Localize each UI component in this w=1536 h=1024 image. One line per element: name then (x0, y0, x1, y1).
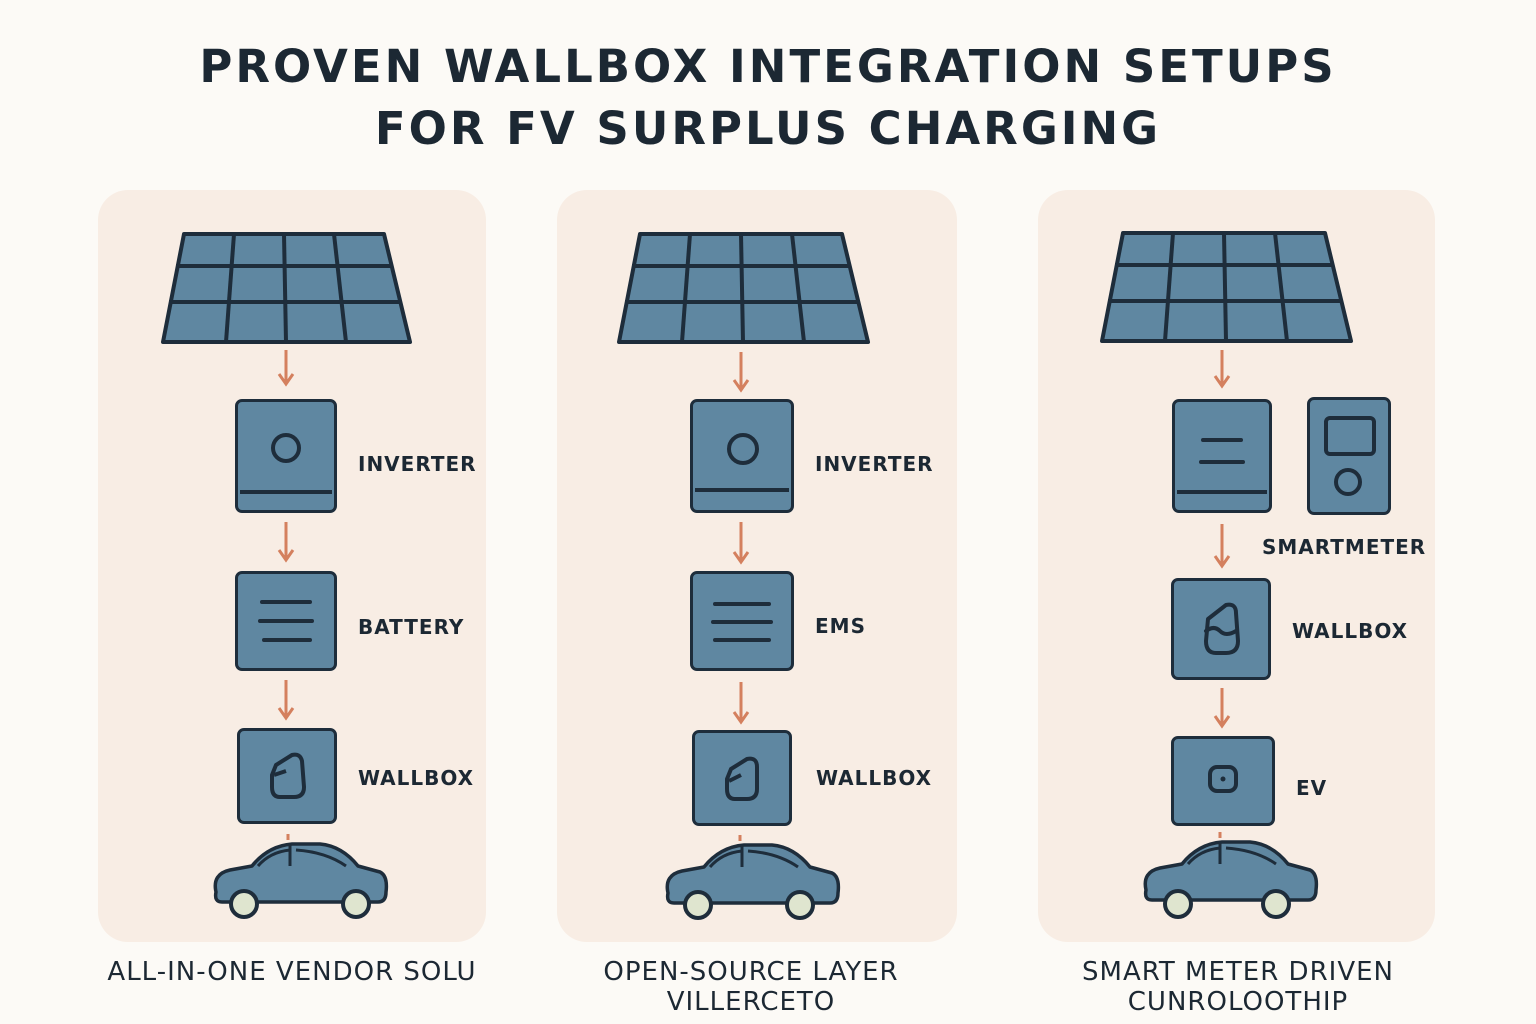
ev-icon (1171, 736, 1275, 826)
flow-arrow (277, 350, 295, 387)
flow-arrow (732, 682, 750, 725)
ems-icon (690, 571, 794, 671)
wallbox-icon (1171, 578, 1271, 680)
flow-arrow (732, 522, 750, 565)
inverter-icon (235, 399, 337, 513)
flow-arrow (1213, 350, 1231, 389)
solar-panel-icon (617, 232, 870, 344)
label-ems: EMS (815, 614, 866, 638)
wallbox-icon (237, 728, 337, 824)
flow-arrow (1213, 524, 1231, 569)
label-battery: BATTERY (358, 615, 465, 639)
caption-line: VILLERCETO (666, 987, 836, 1017)
wallbox-icon (692, 730, 792, 826)
solar-panel-icon (1100, 231, 1353, 343)
caption-setup-1: ALL-IN-ONE VENDOR SOLU (98, 957, 486, 987)
label-inverter: INVERTER (815, 452, 934, 476)
label-wallbox: WALLBOX (358, 766, 475, 790)
page-title: PROVEN WALLBOX INTEGRATION SETUPS FOR FV… (0, 36, 1536, 160)
car-icon (1143, 832, 1319, 919)
caption-line: CUNROLOOTHIP (1127, 987, 1349, 1017)
inverter-icon (1172, 399, 1272, 513)
inverter-icon (690, 399, 794, 513)
caption-line: OPEN-SOURCE LAYER (603, 957, 899, 987)
flow-arrow (1213, 688, 1231, 729)
caption-line: SMART METER DRIVEN (1082, 957, 1394, 987)
car-icon (665, 835, 841, 920)
battery-icon (235, 571, 337, 671)
car-icon (213, 834, 389, 919)
label-inverter: INVERTER (358, 452, 477, 476)
flow-arrow (277, 680, 295, 721)
caption-line: ALL-IN-ONE VENDOR SOLU (107, 957, 477, 987)
label-wallbox: WALLBOX (1292, 619, 1409, 643)
flow-arrow (277, 522, 295, 563)
label-ev: EV (1296, 776, 1328, 800)
solar-panel-icon (161, 232, 412, 344)
title-line-1: PROVEN WALLBOX INTEGRATION SETUPS (199, 40, 1337, 93)
label-wallbox: WALLBOX (816, 766, 933, 790)
label-smartmeter: SMARTMETER (1262, 535, 1427, 559)
flow-arrow (732, 352, 750, 393)
title-line-2: FOR FV SURPLUS CHARGING (374, 102, 1162, 155)
caption-setup-2: OPEN-SOURCE LAYER VILLERCETO (551, 957, 951, 1017)
smartmeter-icon (1307, 397, 1391, 515)
caption-setup-3: SMART METER DRIVEN CUNROLOOTHIP (1038, 957, 1438, 1017)
